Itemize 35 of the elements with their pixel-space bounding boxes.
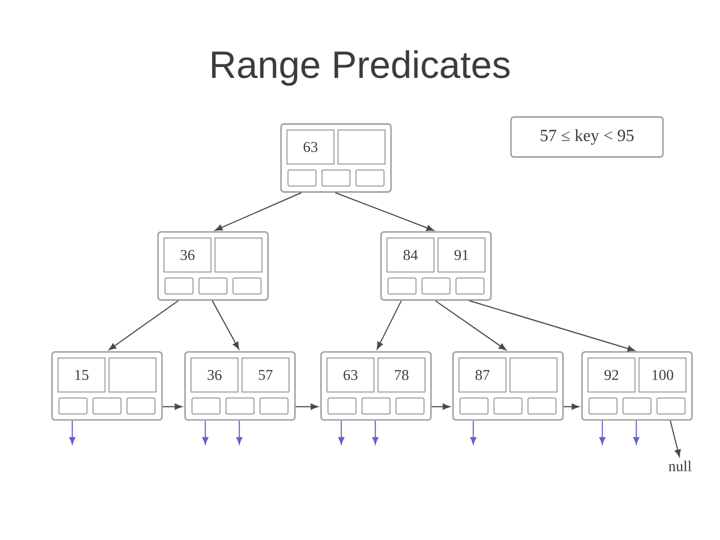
arrow [435, 300, 506, 350]
key-cell: 15 [58, 357, 106, 392]
arrow [202, 420, 208, 444]
arrow [633, 420, 640, 444]
key-cell: 57 [242, 357, 290, 392]
key-cell: 92 [588, 357, 636, 392]
arrow [670, 420, 681, 457]
arrow [564, 404, 580, 410]
key-cell: 78 [378, 357, 426, 392]
title: Range Predicates [212, 50, 510, 86]
arrow [372, 420, 378, 444]
key-cell: 63 [326, 357, 374, 392]
arrow [215, 192, 302, 231]
arrow [338, 420, 344, 444]
key-cell: 84 [386, 238, 434, 272]
arrow [296, 404, 318, 410]
arrow [376, 300, 402, 350]
condition-box: 57 ≤ key < 95 [510, 116, 664, 158]
key-cell: 100 [638, 357, 686, 392]
key-cell: 36 [190, 357, 238, 392]
arrow [599, 420, 606, 444]
arrow [212, 300, 240, 350]
key-cell: 91 [438, 238, 486, 272]
key-cell: 87 [458, 357, 506, 392]
arrow [432, 404, 450, 410]
arrow [108, 300, 179, 350]
null-label: null [668, 460, 692, 472]
key-cell: 36 [164, 238, 212, 272]
arrow [335, 192, 434, 231]
arrow [236, 420, 242, 444]
key-cell: 63 [286, 130, 334, 164]
arrow [469, 300, 635, 352]
arrow [470, 420, 476, 444]
arrow [162, 404, 182, 410]
arrow [69, 420, 76, 444]
